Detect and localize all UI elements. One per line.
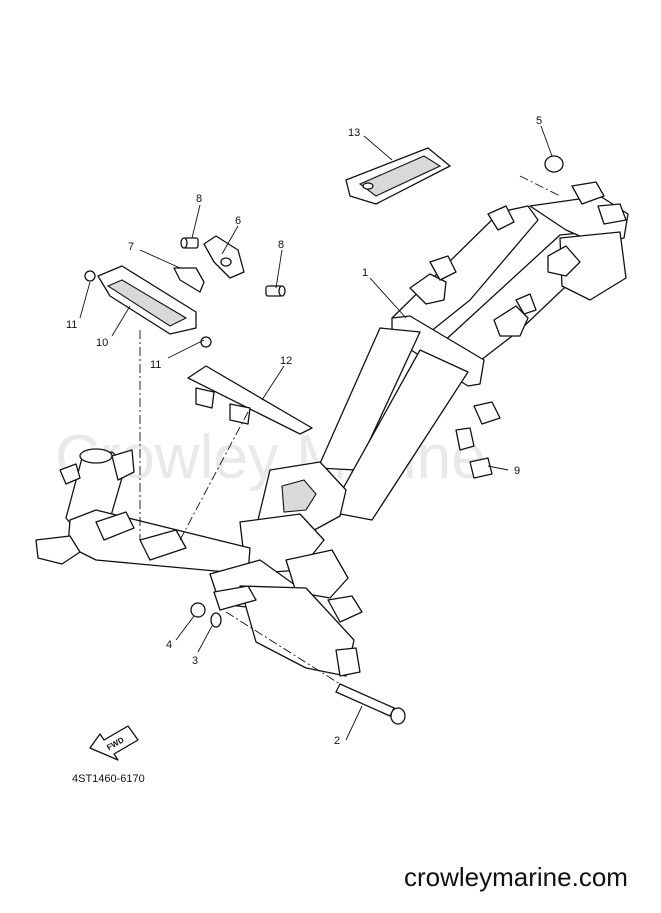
callout-11-lower: 11	[150, 359, 161, 371]
callout-labels: 1 2 3 4 5 6 7 8 8 9 10 11 11 12 13	[66, 115, 542, 747]
part-2-bolt	[335, 683, 406, 725]
callout-10: 10	[96, 337, 108, 349]
part-4-nut	[190, 602, 206, 618]
leader-lines	[79, 125, 553, 741]
callout-2: 2	[334, 735, 340, 747]
callout-1: 1	[362, 267, 368, 279]
callout-5: 5	[536, 115, 542, 127]
fwd-arrow-icon: FWD	[89, 725, 139, 761]
site-url: crowleymarine.com	[404, 862, 628, 892]
diagram-code: 4ST1460-6170	[72, 773, 145, 785]
part-11-nut-upper	[84, 270, 96, 282]
callout-4: 4	[166, 639, 172, 651]
callout-6: 6	[235, 215, 241, 227]
callout-12: 12	[280, 355, 292, 367]
part-11-nut-lower	[200, 336, 212, 348]
part-12-plate	[187, 365, 313, 435]
part-8-bolt-lower	[265, 285, 286, 297]
callout-9: 9	[514, 465, 520, 477]
callout-3: 3	[192, 655, 198, 667]
part-6-bracket	[203, 235, 245, 279]
part-9-grommet	[469, 457, 493, 479]
callout-8-upper: 8	[196, 193, 202, 205]
part-8-bolt-upper	[180, 237, 199, 249]
part-7-clip	[173, 267, 205, 293]
callout-7: 7	[128, 241, 134, 253]
part-5-grommet	[544, 155, 564, 173]
callout-8-lower: 8	[278, 239, 284, 251]
callout-13: 13	[348, 127, 360, 139]
part-3-washer	[210, 612, 222, 628]
callout-11-upper: 11	[66, 319, 77, 331]
main-frame	[35, 181, 629, 677]
